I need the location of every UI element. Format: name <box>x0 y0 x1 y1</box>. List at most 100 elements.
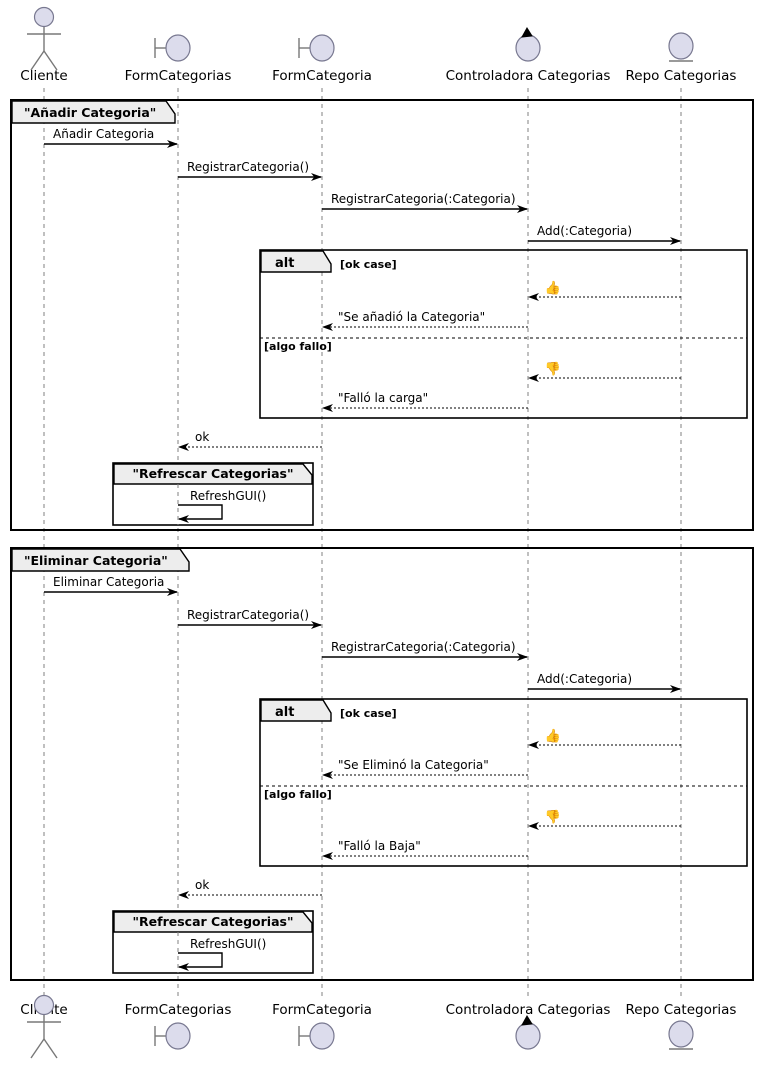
participant-footer-label-repo: Repo Categorias <box>626 1002 737 1018</box>
message-n8[interactable]: "Falló la Baja" <box>322 839 528 860</box>
message-n3[interactable]: RegistrarCategoria(:Categoria) <box>322 640 528 661</box>
message-n9[interactable]: ok <box>178 878 322 899</box>
actor-leg-left-icon <box>30 50 45 71</box>
fragment-tab-anadir <box>11 100 176 124</box>
thumbs-up-icon: 👍 <box>545 280 561 296</box>
boundary-circle-icon <box>309 1022 335 1050</box>
message-label-m4: Add(:Categoria) <box>537 224 632 238</box>
participant-label-formcats: FormCategorias <box>125 68 232 84</box>
participant-label-formcat: FormCategoria <box>272 68 372 84</box>
fragment-anadir: "Añadir Categoria" <box>10 99 754 531</box>
actor-leg-left-icon <box>30 1038 45 1059</box>
message-label-m2: RegistrarCategoria() <box>187 160 309 174</box>
message-n5[interactable]: 👍 <box>528 728 681 749</box>
control-circle-icon <box>515 1022 541 1050</box>
message-n7[interactable]: 👎 <box>528 809 681 830</box>
participant-label-controladora: Controladora Categorias <box>446 68 611 84</box>
fragment-frames-layer: "Añadir Categoria" "Eliminar Categoria" al… <box>10 99 754 981</box>
message-n2[interactable]: RegistrarCategoria() <box>178 608 322 629</box>
message-label-n9: ok <box>195 878 209 892</box>
participant-heads-layer: ClienteClienteFormCategoriasFormCategori… <box>20 6 737 1059</box>
message-label-n1: Eliminar Categoria <box>53 575 164 589</box>
participant-controladora-foot-icon[interactable] <box>515 1015 541 1050</box>
control-arrow-icon <box>521 1015 533 1026</box>
thumbs-down-icon: 👎 <box>545 361 561 377</box>
fragment-border-eliminar <box>10 547 754 981</box>
message-label-n2: RegistrarCategoria() <box>187 608 309 622</box>
alt-fragment-alt-eliminar: alt [ok case] [algo fallo] <box>259 698 748 867</box>
participant-footer-label-formcat: FormCategoria <box>272 1002 372 1018</box>
message-label-n4: Add(:Categoria) <box>537 672 632 686</box>
participant-cliente-foot-icon[interactable] <box>27 994 61 1059</box>
message-m1[interactable]: Añadir Categoria <box>44 127 178 148</box>
entity-circle-icon <box>668 32 694 60</box>
boundary-circle-icon <box>165 1022 191 1050</box>
participant-footer-label-controladora: Controladora Categorias <box>446 1002 611 1018</box>
message-m7[interactable]: 👎 <box>528 361 681 382</box>
participant-repo-head-icon[interactable] <box>668 32 694 62</box>
alt-guard-bottom-alt-eliminar: [algo fallo] <box>264 788 332 801</box>
message-n1[interactable]: Eliminar Categoria <box>44 575 178 596</box>
alt-tab-alt-eliminar <box>260 699 332 722</box>
nested-title-refrescar-eliminar: "Refrescar Categorias" <box>133 914 294 929</box>
fragment-tab-eliminar <box>11 548 190 572</box>
alt-tab-alt-anadir <box>260 250 332 273</box>
thumbs-up-icon: 👍 <box>545 728 561 744</box>
message-label-n3: RegistrarCategoria(:Categoria) <box>331 640 516 654</box>
message-m5[interactable]: 👍 <box>528 280 681 301</box>
message-m3[interactable]: RegistrarCategoria(:Categoria) <box>322 192 528 213</box>
message-m6[interactable]: "Se añadió la Categoria" <box>322 310 528 331</box>
alt-guard-top-alt-eliminar: [ok case] <box>340 707 397 720</box>
self-call-arrow-refrescar-anadir <box>178 504 223 523</box>
participant-label-cliente: Cliente <box>20 68 67 84</box>
actor-head-icon <box>33 994 55 1016</box>
message-label-m9: ok <box>195 430 209 444</box>
fragment-eliminar: "Eliminar Categoria" <box>10 547 754 981</box>
fragment-title-eliminar: "Eliminar Categoria" <box>24 553 168 568</box>
participant-controladora-head-icon[interactable] <box>515 27 541 62</box>
message-label-m3: RegistrarCategoria(:Categoria) <box>331 192 516 206</box>
message-n4[interactable]: Add(:Categoria) <box>528 672 681 693</box>
participant-formcats-foot-icon[interactable] <box>154 1022 191 1050</box>
nested-fragment-refrescar-eliminar: "Refrescar Categorias" RefreshGUI() <box>112 910 314 974</box>
alt-fragment-alt-anadir: alt[ok case][algo fallo] <box>259 249 748 419</box>
participant-cliente-head-icon[interactable] <box>27 6 61 71</box>
nested-border-refrescar-eliminar <box>112 910 314 974</box>
nested-border-refrescar-anadir <box>112 462 314 526</box>
participant-footer-label-formcats: FormCategorias <box>125 1002 232 1018</box>
boundary-circle-icon <box>309 34 335 62</box>
entity-circle-icon <box>668 1020 694 1048</box>
message-m2[interactable]: RegistrarCategoria() <box>178 160 322 181</box>
message-label-m8: "Falló la carga" <box>338 391 428 405</box>
nested-tab-refrescar-anadir <box>113 463 313 485</box>
message-m8[interactable]: "Falló la carga" <box>322 391 528 412</box>
participant-formcats-head-icon[interactable] <box>154 34 191 62</box>
self-call-label-refrescar-anadir: RefreshGUI() <box>190 489 266 503</box>
message-label-n6: "Se Eliminó la Categoria" <box>338 758 489 772</box>
alt-guard-top-alt-anadir: [ok case] <box>340 258 397 271</box>
alt-guard-bottom-alt-anadir: [algo fallo] <box>264 340 332 353</box>
message-label-m1: Añadir Categoria <box>53 127 154 141</box>
actor-head-icon <box>33 6 55 28</box>
nested-fragment-refrescar-anadir: "Refrescar Categorias"RefreshGUI() <box>112 462 314 526</box>
participant-formcat-foot-icon[interactable] <box>298 1022 335 1050</box>
boundary-circle-icon <box>165 34 191 62</box>
thumbs-down-icon: 👎 <box>545 809 561 825</box>
fragment-title-anadir: "Añadir Categoria" <box>24 105 156 120</box>
alt-border-alt-anadir <box>259 249 748 419</box>
message-label-n8: "Falló la Baja" <box>338 839 421 853</box>
participant-repo-foot-icon[interactable] <box>668 1020 694 1050</box>
control-arrow-icon <box>521 27 533 38</box>
alt-operator-alt-eliminar: alt <box>275 705 294 720</box>
control-circle-icon <box>515 34 541 62</box>
message-n6[interactable]: "Se Eliminó la Categoria" <box>322 758 528 779</box>
fragment-border-anadir <box>10 99 754 531</box>
participant-label-repo: Repo Categorias <box>626 68 737 84</box>
message-m9[interactable]: ok <box>178 430 322 451</box>
participant-formcat-head-icon[interactable] <box>298 34 335 62</box>
self-call-label-refrescar-eliminar: RefreshGUI() <box>190 937 266 951</box>
actor-leg-right-icon <box>43 1038 58 1059</box>
message-m4[interactable]: Add(:Categoria) <box>528 224 681 245</box>
nested-fragments-layer: "Refrescar Categorias"RefreshGUI()"Refre… <box>112 462 314 974</box>
